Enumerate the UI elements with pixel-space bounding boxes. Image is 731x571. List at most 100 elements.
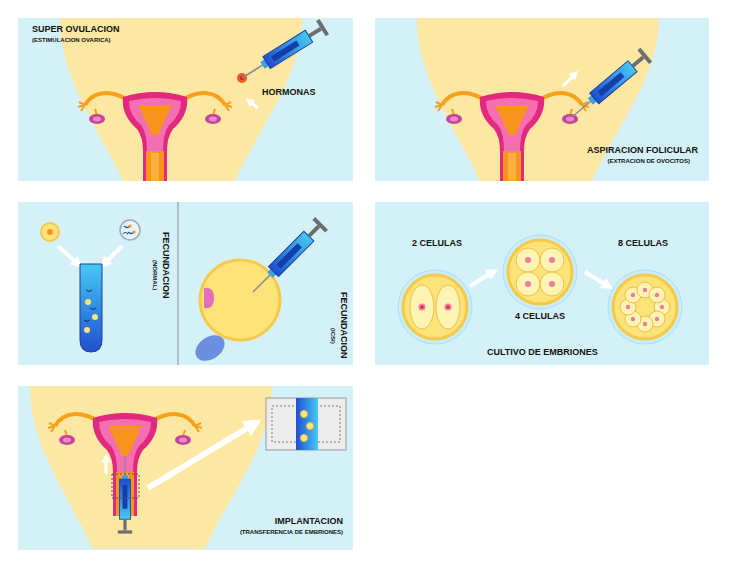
illustration-part (608, 270, 682, 344)
step-title: FECUNDACION (160, 232, 170, 299)
syringe (237, 19, 329, 86)
arrow (470, 272, 493, 286)
illustration-part (549, 257, 555, 263)
oocyte (41, 223, 59, 241)
uterus (78, 92, 232, 195)
illustration-part (47, 229, 53, 235)
illustration-part (84, 327, 90, 333)
illustration-part (240, 76, 244, 80)
illustration-part (631, 293, 635, 297)
illustration-part (398, 270, 472, 344)
follicular-aspiration-scene (417, 18, 659, 195)
process-panel: IMPLANTACION(TRANSFERENCIA DE EMBRIONES) (18, 386, 353, 550)
uterus (48, 413, 202, 516)
illustration-part (516, 272, 540, 296)
zoom-inset (266, 398, 346, 450)
illustration-part (92, 314, 98, 320)
syringe (247, 217, 328, 298)
injection-site (237, 73, 247, 83)
illustration-part (649, 287, 665, 303)
fertilization-scene (41, 202, 328, 366)
illustration-part (643, 288, 647, 292)
illustration-part (128, 224, 131, 227)
illustration-part (436, 285, 460, 329)
illustration-part (549, 281, 555, 287)
process-panel: ASPIRACION FOLICULAR (EXTRACION DE OVOCIT… (375, 18, 709, 181)
illustration-part (503, 235, 577, 309)
two-cell-embryo (398, 270, 472, 344)
illustration-part (637, 316, 653, 332)
illustration-part (403, 275, 467, 339)
illustration-part (654, 299, 670, 315)
uterus (435, 92, 589, 195)
zoom-arrow (148, 424, 254, 488)
catheter-syringe (118, 456, 132, 534)
illustration-part (447, 306, 450, 309)
illustration-part (410, 285, 434, 329)
illustration-part (132, 230, 135, 233)
sperm-sample (120, 220, 140, 240)
illustration-part (626, 305, 630, 309)
step-subtitle: (TRANSFERENCIA DE EMBRIONES) (240, 529, 343, 536)
step-title: FECUNDACION (338, 292, 348, 359)
illustration-part (85, 299, 91, 305)
illustration-part (649, 311, 665, 327)
embryo-culture-scene (398, 235, 682, 344)
illustration-part (525, 281, 531, 287)
step-title: CULTIVO DE EMBRIONES (487, 348, 598, 358)
oocyte (200, 260, 280, 340)
step-subtitle: (EXTRACION DE OVOCITOS) (607, 158, 690, 165)
body-silhouette (60, 18, 302, 181)
illustration-part (445, 304, 452, 311)
callout-label: HORMONAS (262, 88, 316, 98)
stage-label: 2 CELULAS (412, 239, 462, 249)
embryo-transfer-scene (30, 386, 346, 549)
illustration-part (660, 305, 664, 309)
illustration-part (643, 322, 647, 326)
illustration-part (525, 257, 531, 263)
arrow (104, 246, 122, 264)
arrow (585, 272, 608, 286)
process-panel: SUPER OVULACION(ESTIMULACION OVARICA)HOR… (18, 18, 353, 181)
illustration-part (655, 293, 659, 297)
illustration-part (508, 240, 572, 304)
arrow (58, 246, 78, 264)
illustration-part (620, 299, 636, 315)
body-silhouette (417, 18, 659, 181)
illustration-part (631, 317, 635, 321)
syringe (566, 48, 652, 124)
arrow (105, 458, 108, 474)
process-panel: 2 CELULAS 4 CELULAS 8 CELULAS CULTIVO DE EM… (375, 202, 709, 365)
illustration-part (637, 282, 653, 298)
step-subtitle: (ICSI) (329, 328, 336, 344)
step-subtitle: (NORMAL) (151, 260, 158, 290)
illustration-part (301, 435, 308, 442)
test-tube (80, 264, 102, 352)
illustration-part (421, 306, 424, 309)
illustration-part (625, 287, 641, 303)
illustration-part (540, 248, 564, 272)
illustration-part (419, 304, 426, 311)
illustration-part (123, 226, 134, 234)
eight-cell-embryo (608, 270, 682, 344)
stage-label: 8 CELULAS (618, 239, 668, 249)
illustration-part (307, 423, 314, 430)
illustration-part (301, 411, 308, 418)
illustration-part (84, 290, 96, 322)
four-cell-embryo (503, 235, 577, 309)
body-silhouette (30, 386, 272, 549)
step-title: ASPIRACION FOLICULAR (587, 146, 698, 156)
illustration-part (613, 275, 677, 339)
divider (178, 202, 179, 365)
illustration-part (655, 317, 659, 321)
illustration-part (540, 272, 564, 296)
zoom-frame (112, 474, 139, 498)
illustration-part (296, 398, 318, 450)
stage-label: 4 CELULAS (515, 312, 565, 322)
illustration-part (272, 406, 340, 442)
illustration-part (625, 311, 641, 327)
illustration-part (516, 248, 540, 272)
step-subtitle: (ESTIMULACION OVARICA) (32, 37, 111, 44)
process-panel: FECUNDACION(NORMAL)FECUNDACION(ICSI) (18, 202, 353, 365)
